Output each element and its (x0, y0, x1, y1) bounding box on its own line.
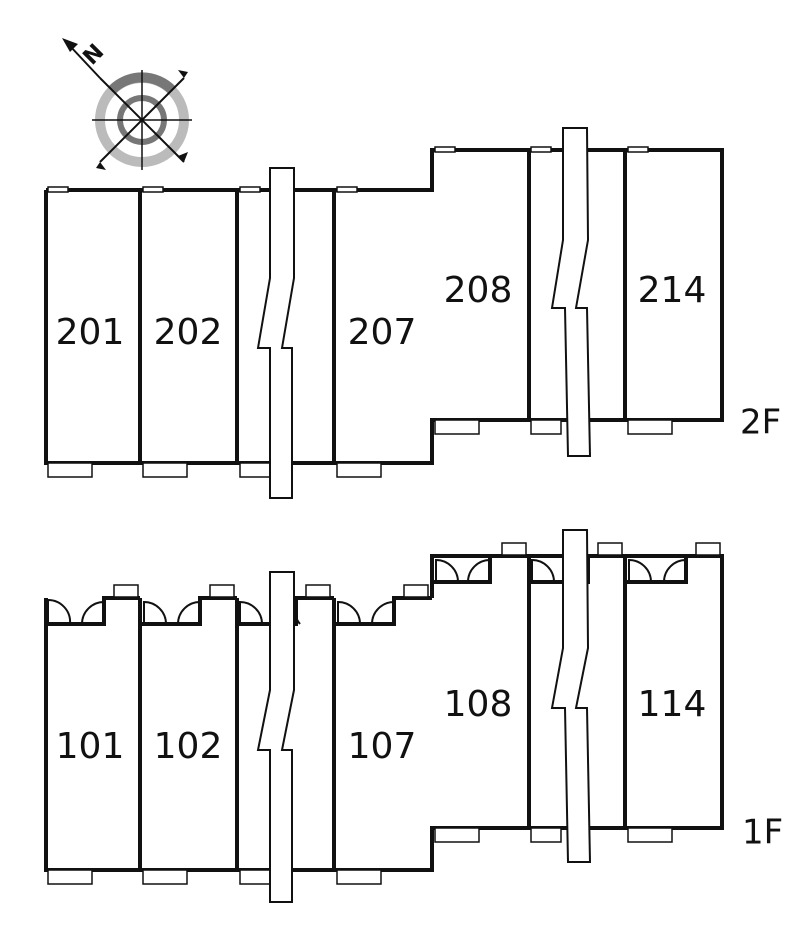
floor-2f-block (44, 127, 724, 499)
unit-label-208: 208 (444, 270, 513, 311)
unit-label-214: 214 (638, 270, 707, 311)
unit-label-107: 107 (348, 726, 417, 767)
unit-label-108: 108 (444, 684, 513, 725)
unit-label-114: 114 (638, 684, 707, 725)
unit-label-202: 202 (154, 312, 223, 353)
unit-label-101: 101 (56, 726, 125, 767)
floor-label-1f: 1F (742, 813, 783, 853)
unit-label-207: 207 (348, 312, 417, 353)
compass-north-letter: N (79, 40, 110, 71)
north-arrow-compass-icon: N (62, 38, 192, 170)
unit-label-201: 201 (56, 312, 125, 353)
floor-1f-block (44, 529, 724, 903)
unit-label-102: 102 (154, 726, 223, 767)
floor-label-2f: 2F (740, 403, 781, 443)
